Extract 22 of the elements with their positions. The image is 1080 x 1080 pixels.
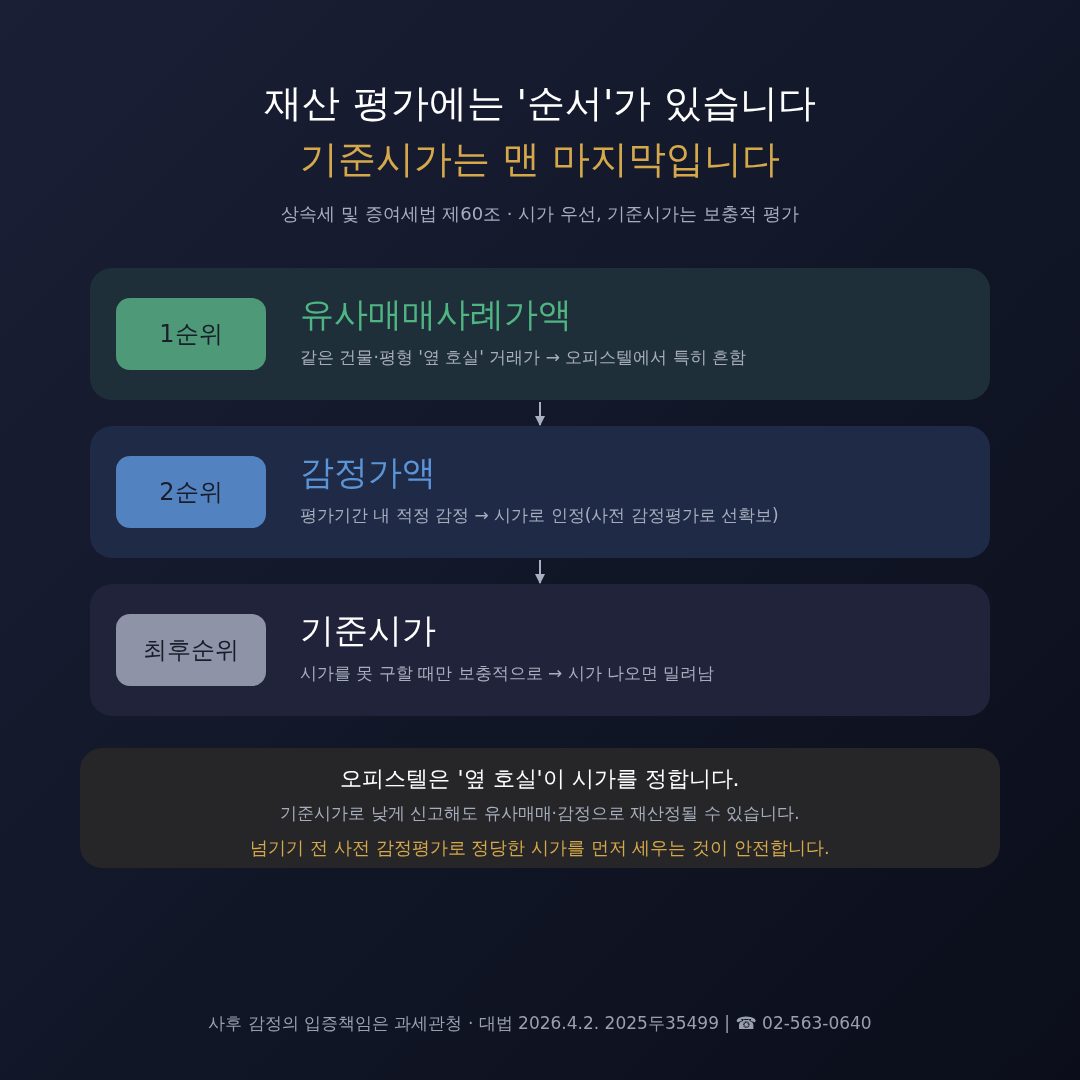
card-heading: 기준시가	[300, 609, 436, 652]
note-heading: 오피스텔은 '옆 호실'이 시가를 정합니다.	[339, 765, 741, 793]
card-description: 같은 건물·평형 '옆 호실' 거래가 → 오피스텔에서 특히 흔함	[300, 346, 747, 369]
card-description: 시가를 못 구할 때만 보충적으로 → 시가 나오면 밀려남	[300, 662, 715, 685]
card-description: 평가기간 내 적정 감정 → 시가로 인정(사전 감정평가로 선확보)	[300, 504, 779, 527]
step-card	[90, 268, 990, 400]
footer-note: 사후 감정의 입증책임은 과세관청 · 대법 2026.4.2. 2025두35499 | ☎ 02-563-0640	[207, 1012, 873, 1035]
title: 재산 평가에는 '순서'가 있습니다	[263, 80, 817, 127]
step-card	[90, 584, 990, 716]
note-panel	[80, 748, 1000, 868]
rank-badge: 최후순위	[116, 614, 266, 686]
card-heading: 감정가액	[300, 451, 436, 494]
rank-badge: 1순위	[116, 298, 266, 370]
arrow	[535, 559, 545, 584]
arrow	[535, 401, 545, 426]
rank-badge: 2순위	[116, 456, 266, 528]
subtitle: 기준시가는 맨 마지막입니다	[298, 136, 782, 183]
card-heading: 유사매매사례가액	[300, 293, 572, 336]
note-text: 기준시가로 낮게 신고해도 유사매매·감정으로 재산정될 수 있습니다.	[279, 802, 801, 825]
note-text: 넘기기 전 사전 감정평가로 정당한 시가를 먼저 세우는 것이 안전합니다.	[249, 836, 831, 860]
subheading: 상속세 및 증여세법 제60조 · 시가 우선, 기준시가는 보충적 평가	[280, 202, 800, 226]
step-card	[90, 426, 990, 558]
